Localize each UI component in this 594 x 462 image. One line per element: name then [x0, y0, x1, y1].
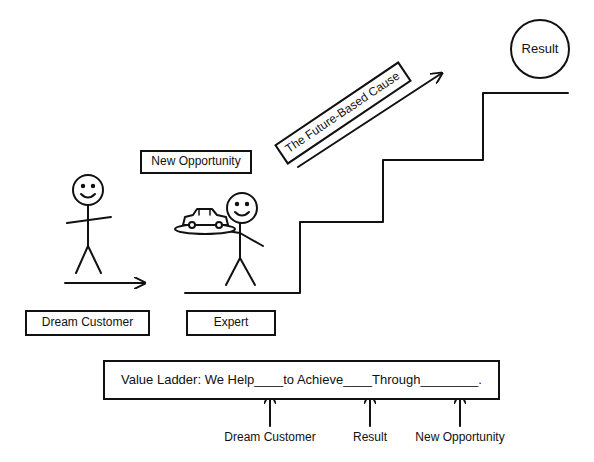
node-text: Expert	[214, 316, 249, 330]
value-ladder-box: Value Ladder: We Help____to Achieve____T…	[103, 360, 500, 400]
staircase	[185, 93, 568, 293]
motion-arrow	[65, 282, 145, 284]
figure-leg	[240, 258, 255, 285]
blank-label: Result	[353, 430, 387, 444]
figure-leg	[226, 258, 240, 285]
result-circle: Result	[510, 19, 570, 79]
figure-body	[239, 223, 241, 258]
expert-box: Expert	[186, 310, 276, 336]
node-text: Value Ladder: We Help____to Achieve____T…	[121, 373, 482, 388]
figure-head	[73, 175, 103, 205]
node-text: Dream Customer	[42, 316, 133, 330]
node-text: Result	[522, 42, 559, 57]
figure-smile	[81, 194, 95, 198]
blank-label: New Opportunity	[415, 430, 504, 444]
figure-smile	[235, 212, 249, 216]
figure-leg	[88, 246, 101, 273]
car-window	[199, 210, 210, 215]
figure-eye	[82, 185, 84, 187]
figure-body	[87, 205, 89, 246]
node-text: The Future-Based Cause	[283, 70, 402, 157]
node-text: New Opportunity	[151, 155, 240, 169]
circle-outline	[511, 20, 569, 78]
figure-eye	[236, 203, 238, 205]
figure-leg	[76, 246, 88, 273]
customer-box: Dream Customer	[25, 310, 150, 336]
figure-arms	[67, 217, 111, 223]
car-wheel	[189, 222, 195, 228]
figure-eye	[92, 185, 94, 187]
opportunity-box: New Opportunity	[140, 150, 252, 174]
figure-head	[227, 193, 257, 223]
cause-box: The Future-Based Cause	[274, 61, 412, 165]
figure-eye	[246, 203, 248, 205]
figure-arm	[240, 233, 263, 246]
blank-label: Dream Customer	[224, 430, 315, 444]
car-wheel	[216, 222, 222, 228]
